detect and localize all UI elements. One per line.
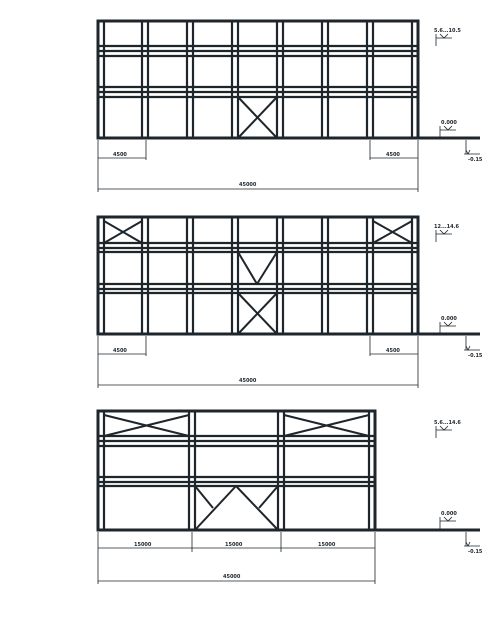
elevation-2-ground-level-marker bbox=[439, 321, 456, 334]
elevation-3-dimension-lines bbox=[97, 532, 376, 584]
elevation-2-ground-level: 0.000 bbox=[441, 316, 457, 322]
elevation-1-bay-dim-left: 4500 bbox=[113, 152, 127, 158]
elevation-2-bay-dim-right: 4500 bbox=[386, 348, 400, 354]
elevation-2-top-level-marker bbox=[435, 229, 452, 242]
elevation-1-top-level: 5.6...10.5 bbox=[434, 28, 461, 34]
elevation-1-below-level-marker bbox=[464, 140, 480, 155]
elevation-1-below-level: -0.15 bbox=[468, 157, 483, 163]
elevation-2-below-level: -0.15 bbox=[468, 353, 483, 359]
frame-elevation-2: 12...14.6 0.000 -0.15 4500 4500 45000 bbox=[96, 215, 483, 388]
elevation-3-ground-level-marker bbox=[439, 516, 456, 529]
elevation-1-total-dim: 45000 bbox=[239, 182, 257, 188]
elevation-3-bay-dim-right: 15000 bbox=[318, 542, 336, 548]
elevation-3-total-dim: 45000 bbox=[223, 574, 241, 580]
elevation-3-top-level-marker bbox=[435, 425, 452, 438]
elevation-3-top-level: 5.6...14.6 bbox=[434, 420, 461, 426]
frame-elevation-3: 5.6...14.6 0.000 -0.15 15000 15000 15000… bbox=[96, 409, 483, 584]
elevation-2-below-level-marker bbox=[464, 336, 480, 351]
elevation-1-top-level-marker bbox=[435, 33, 452, 46]
frame-elevation-2-structure bbox=[96, 215, 480, 336]
elevation-3-below-level-marker bbox=[464, 532, 480, 547]
frame-elevation-3-structure bbox=[96, 409, 480, 532]
elevation-2-total-dim: 45000 bbox=[239, 378, 257, 384]
elevation-2-dimension-lines bbox=[97, 336, 419, 388]
elevation-1-dimension-lines bbox=[97, 140, 419, 192]
elevation-3-below-level: -0.15 bbox=[468, 549, 483, 555]
frame-elevation-1: 5.6...10.5 0.000 -0.15 4500 4500 45000 bbox=[96, 19, 483, 192]
elevation-3-bay-dim-left: 15000 bbox=[134, 542, 152, 548]
elevation-1-ground-level: 0.000 bbox=[441, 120, 457, 126]
frame-elevation-1-structure bbox=[96, 19, 480, 140]
elevation-3-ground-level: 0.000 bbox=[441, 511, 457, 517]
elevation-2-top-level: 12...14.6 bbox=[434, 224, 460, 230]
elevation-2-bay-dim-left: 4500 bbox=[113, 348, 127, 354]
elevation-3-bay-dim-middle: 15000 bbox=[225, 542, 243, 548]
elevation-1-ground-level-marker bbox=[439, 125, 456, 138]
elevation-1-bay-dim-right: 4500 bbox=[386, 152, 400, 158]
